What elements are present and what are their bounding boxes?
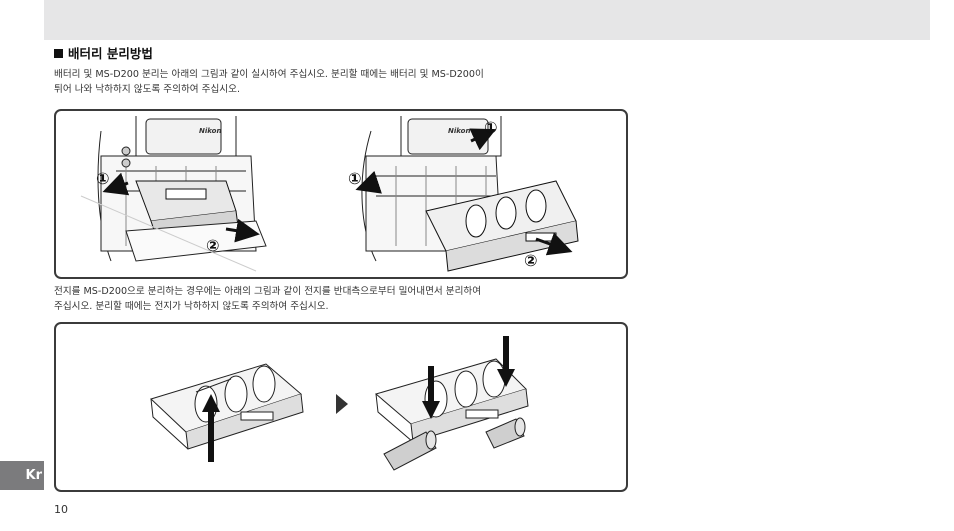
battery-push-figure xyxy=(54,322,628,492)
right-step-1-left-label: ① xyxy=(348,169,362,188)
section-title-text: 배터리 분리방법 xyxy=(68,46,153,61)
page-number: 10 xyxy=(54,503,68,516)
battery-removal-illustration: Nikon ① ② Nikon ① ① xyxy=(80,116,579,272)
battery-push-illustration xyxy=(150,336,529,471)
nikon-logo-left: Nikon xyxy=(199,127,221,135)
left-step-2-label: ② xyxy=(206,236,220,255)
left-grip-illustration xyxy=(80,116,267,272)
bullet-square-icon xyxy=(54,49,63,58)
section-title: 배터리 분리방법 xyxy=(54,46,153,62)
battery-removal-figure: Nikon ① ② Nikon ① ① xyxy=(54,109,628,279)
language-tab-label: Kr xyxy=(25,468,43,483)
right-step-1-top-label: ① xyxy=(484,118,498,137)
next-step-triangle-icon xyxy=(336,394,348,414)
right-grip-illustration xyxy=(361,116,579,272)
instruction-paragraph-1: 배터리 및 MS-D200 분리는 아래의 그림과 같이 실시하여 주십시오. … xyxy=(54,68,634,97)
loose-batteries xyxy=(383,417,526,471)
language-tab: Kr xyxy=(0,461,44,490)
holder-left-illustration xyxy=(150,363,304,450)
header-band xyxy=(44,0,930,40)
paragraph-2-line-2: 주십시오. 분리할 때에는 전지가 낙하하지 않도록 주의하여 주십시오. xyxy=(54,300,329,312)
nikon-logo-right: Nikon xyxy=(448,127,470,135)
paragraph-2-line-1: 전지를 MS-D200으로 분리하는 경우에는 아래의 그림과 같이 전지를 반… xyxy=(54,286,482,297)
paragraph-1-line-2: 튀어 나와 낙하하지 않도록 주의하여 주십시오. xyxy=(54,83,240,95)
instruction-paragraph-2: 전지를 MS-D200으로 분리하는 경우에는 아래의 그림과 같이 전지를 반… xyxy=(54,285,634,314)
left-step-1-label: ① xyxy=(96,169,110,188)
paragraph-1-line-1: 배터리 및 MS-D200 분리는 아래의 그림과 같이 실시하여 주십시오. … xyxy=(54,69,484,80)
right-step-2-label: ② xyxy=(524,251,538,270)
